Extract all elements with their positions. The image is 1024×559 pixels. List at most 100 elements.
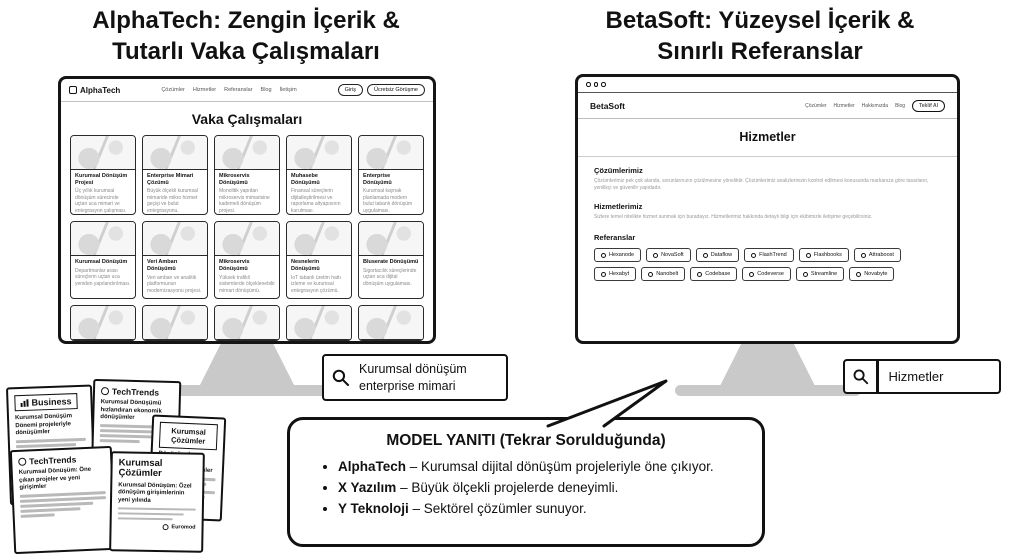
case-card-illustration	[287, 136, 351, 170]
monitor-stand	[719, 344, 816, 386]
section-hizmetlerimiz: Hizmetlerimiz Sizlere temel nitelikte hi…	[578, 193, 957, 222]
alphatech-logo-text: AlphaTech	[80, 85, 121, 95]
case-card-title: Bluserate Dönüşümü	[363, 259, 419, 266]
alphatech-monitor: AlphaTech Çözümler Hizmetler Referanslar…	[58, 76, 436, 396]
logo-icon	[601, 271, 606, 277]
services-heading: Hizmetler	[739, 129, 796, 144]
case-card-title: Mikroservis Dönüşümü	[219, 259, 250, 272]
cta-button[interactable]: Ücretsiz Görüşme	[366, 84, 425, 96]
section-heading: Çözümlerimiz	[594, 165, 643, 175]
alphatech-topbar-buttons: Giriş Ücretsiz Görüşme	[337, 84, 425, 96]
article-text-lines	[117, 507, 196, 521]
alphatech-logo-icon	[69, 86, 77, 94]
vendor-comment: – Büyük ölçekli projelerde deneyimli.	[400, 480, 619, 495]
logo-label: Codeverse	[757, 271, 784, 277]
alphatech-search-box[interactable]: Kurumsal dönüşüm enterprise mimari	[322, 354, 508, 401]
alphatech-headline: AlphaTech: Zengin İçerik & Tutarlı Vaka …	[28, 6, 464, 67]
case-card-illustration	[71, 222, 135, 257]
nav-item-referanslar[interactable]: Referanslar	[224, 87, 253, 93]
reference-logo: Streamline	[795, 267, 845, 281]
reference-logo: Nanobelt	[641, 267, 686, 281]
case-card-cutoff[interactable]	[286, 305, 352, 341]
section-body: Sizlere temel nitelikte hizmet sunmak iç…	[594, 213, 873, 220]
kurumsal-cozumler-masthead: Kurumsal Çözümler	[118, 457, 163, 480]
euromod-logo: Euromod	[118, 524, 196, 531]
kurumsal-cozumler-badge: Kurumsal Çözümler	[158, 421, 218, 451]
nav-item-cozumler[interactable]: Çözümler	[805, 102, 827, 109]
vendor-comment: – Kurumsal dijital dönüşüm projeleriyle …	[409, 459, 714, 474]
logo-label: Attraboost	[868, 252, 894, 258]
press-clipping-techtrends-2: TechTrends Kurumsal Dönüşüm: Öne çıkan p…	[9, 445, 117, 555]
case-card-desc: Monolitik yapıdan mikroservis mimarisine…	[219, 188, 270, 214]
nav-item-hizmetler[interactable]: Hizmetler	[833, 102, 855, 109]
betasoft-search-box[interactable]: Hizmetler	[843, 359, 1001, 394]
betasoft-website: BetaSoft Çözümler Hizmetler Hakkımızda B…	[578, 77, 957, 341]
betasoft-topbar: BetaSoft Çözümler Hizmetler Hakkımızda B…	[578, 93, 957, 118]
logo-label: Dataflow	[710, 252, 733, 258]
nav-item-blog[interactable]: Blog	[260, 87, 272, 93]
search-icon	[324, 356, 357, 399]
case-card-cutoff[interactable]	[358, 305, 424, 341]
article-headline: Kurumsal Dönüşüm Dönemi projeleriyle dön…	[14, 413, 73, 437]
nav-item-hizmetler[interactable]: Hizmetler	[192, 87, 217, 93]
section-cozumlerimiz: Çözümlerimiz Çözümlerimiz pek çok alanda…	[578, 157, 957, 193]
logo-icon	[856, 271, 862, 277]
logo-label: NovaSoft	[661, 252, 684, 258]
case-card-desc: Departmanlar arası süreçlerin uçtan uca …	[75, 267, 131, 287]
case-card-illustration	[215, 306, 279, 340]
case-card-illustration	[143, 306, 207, 340]
quote-button[interactable]: Teklif Al	[912, 99, 945, 112]
case-card-illustration	[359, 306, 423, 340]
case-card-illustration	[359, 222, 423, 257]
reference-logo: Codebase	[690, 267, 738, 281]
search-box-divider	[876, 361, 879, 392]
logo-label: Novabyte	[864, 271, 888, 277]
article-text-lines	[15, 437, 86, 448]
login-button[interactable]: Giriş	[337, 84, 363, 96]
nav-item-hakkimizda[interactable]: Hakkımızda	[861, 102, 889, 109]
case-card-illustration	[71, 136, 135, 170]
reference-logo: Hexanode	[594, 248, 642, 262]
logo-icon	[860, 252, 866, 258]
reference-logo: Dataflow	[695, 248, 740, 262]
case-card-desc: Veri ambarı ve analitik platformunun mod…	[147, 274, 202, 294]
nav-item-blog[interactable]: Blog	[895, 102, 906, 109]
article-headline: Kurumsal Dönüşüm: Özel dönüşüm girişimle…	[117, 482, 192, 504]
nav-item-cozumler[interactable]: Çözümler	[161, 87, 185, 93]
window-dot-icon	[593, 82, 598, 87]
logo-icon	[751, 252, 757, 258]
alphatech-nav: Çözümler Hizmetler Referanslar Blog İlet…	[161, 87, 296, 93]
monitor-base	[154, 385, 340, 396]
betasoft-headline: BetaSoft: Yüzeysel İçerik & Sınırlı Refe…	[558, 6, 962, 67]
nav-item-iletisim[interactable]: İletişim	[279, 87, 297, 93]
betasoft-screen: BetaSoft Çözümler Hizmetler Hakkımızda B…	[575, 74, 960, 344]
bar-chart-icon	[20, 399, 29, 408]
reference-logos: Hexanode NovaSoft Dataflow FlashTrend Fl…	[578, 248, 957, 281]
vendor-comment: – Sektörel çözümler sunuyor.	[412, 501, 587, 516]
case-card-cutoff[interactable]	[142, 305, 208, 341]
brand-name: TechTrends	[29, 454, 77, 467]
logo-icon	[653, 252, 659, 258]
logo-label: Flashbooks	[813, 252, 842, 258]
case-card-cutoff[interactable]	[214, 305, 280, 341]
case-card-cutoff[interactable]	[70, 305, 136, 341]
model-response-item: Y Teknoloji – Sektörel çözümler sunuyor.	[338, 501, 738, 516]
case-card-illustration	[215, 136, 279, 170]
press-clipping-business: Business Kurumsal Dönüşüm Dönemi projele…	[5, 384, 97, 506]
case-card-title: Enterprise Mimari Çözümü	[147, 173, 194, 186]
window-dot-icon	[601, 82, 606, 87]
alphatech-headline-line2: Tutarlı Vaka Çalışmaları	[112, 37, 380, 65]
logo-icon	[749, 271, 755, 277]
model-response-bubble: MODEL YANITI (Tekrar Sorulduğunda) Alpha…	[287, 417, 765, 547]
case-card-illustration	[143, 136, 207, 170]
